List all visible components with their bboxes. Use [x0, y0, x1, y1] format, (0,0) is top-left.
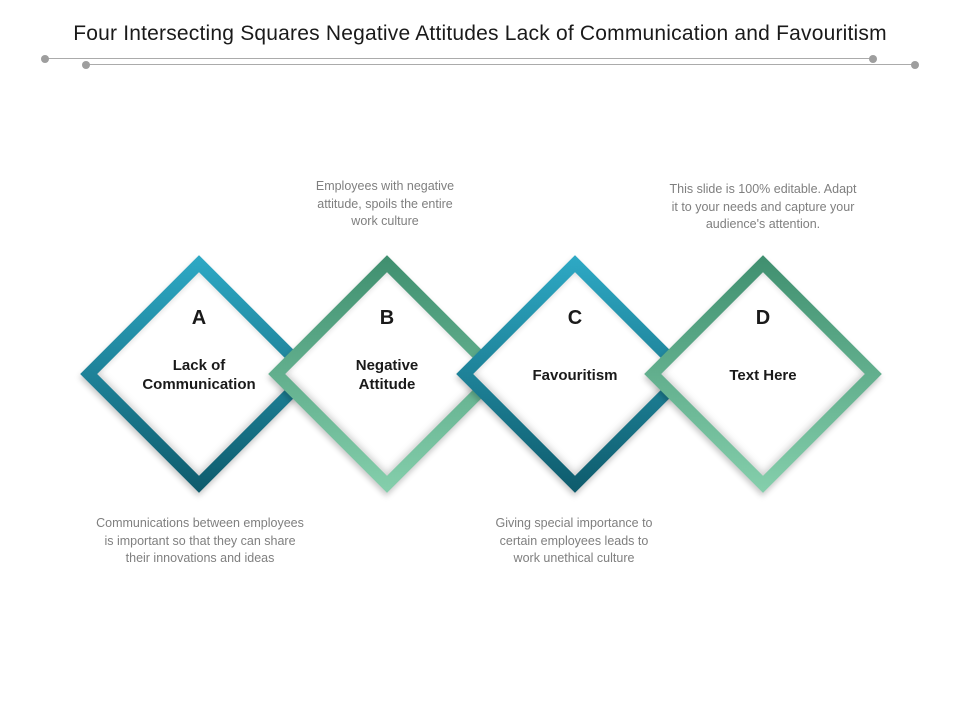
- note-below-diamond-a: Communications between employees is impo…: [96, 516, 304, 565]
- note-below-diamond-c: Giving special importance to certain emp…: [495, 516, 653, 565]
- rule-endpoint-dot: [869, 54, 877, 63]
- diamond-c-title: Favouritism: [532, 366, 618, 384]
- diamond-c-letter: C: [567, 307, 583, 329]
- note-above-diamond-b: Employees with negative attitude, spoils…: [315, 179, 455, 228]
- rule-endpoint-dot: [911, 60, 919, 69]
- title-rule-bottom: [82, 60, 919, 69]
- diamond-b-title: Negative Attitude: [355, 357, 419, 393]
- title-rule-top: [41, 54, 877, 63]
- slide-title: Four Intersecting Squares Negative Attit…: [73, 22, 887, 45]
- diamond-a-letter: A: [191, 307, 207, 329]
- diamond-b-letter: B: [379, 307, 395, 329]
- diamond-a-title: Lack of Communication: [142, 357, 256, 393]
- diamond-d-letter: D: [755, 307, 771, 329]
- diamond-d-title: Text Here: [729, 366, 797, 384]
- rule-endpoint-dot: [41, 54, 49, 63]
- note-above-diamond-d: This slide is 100% editable. Adapt it to…: [669, 182, 857, 231]
- rule-endpoint-dot: [82, 60, 90, 69]
